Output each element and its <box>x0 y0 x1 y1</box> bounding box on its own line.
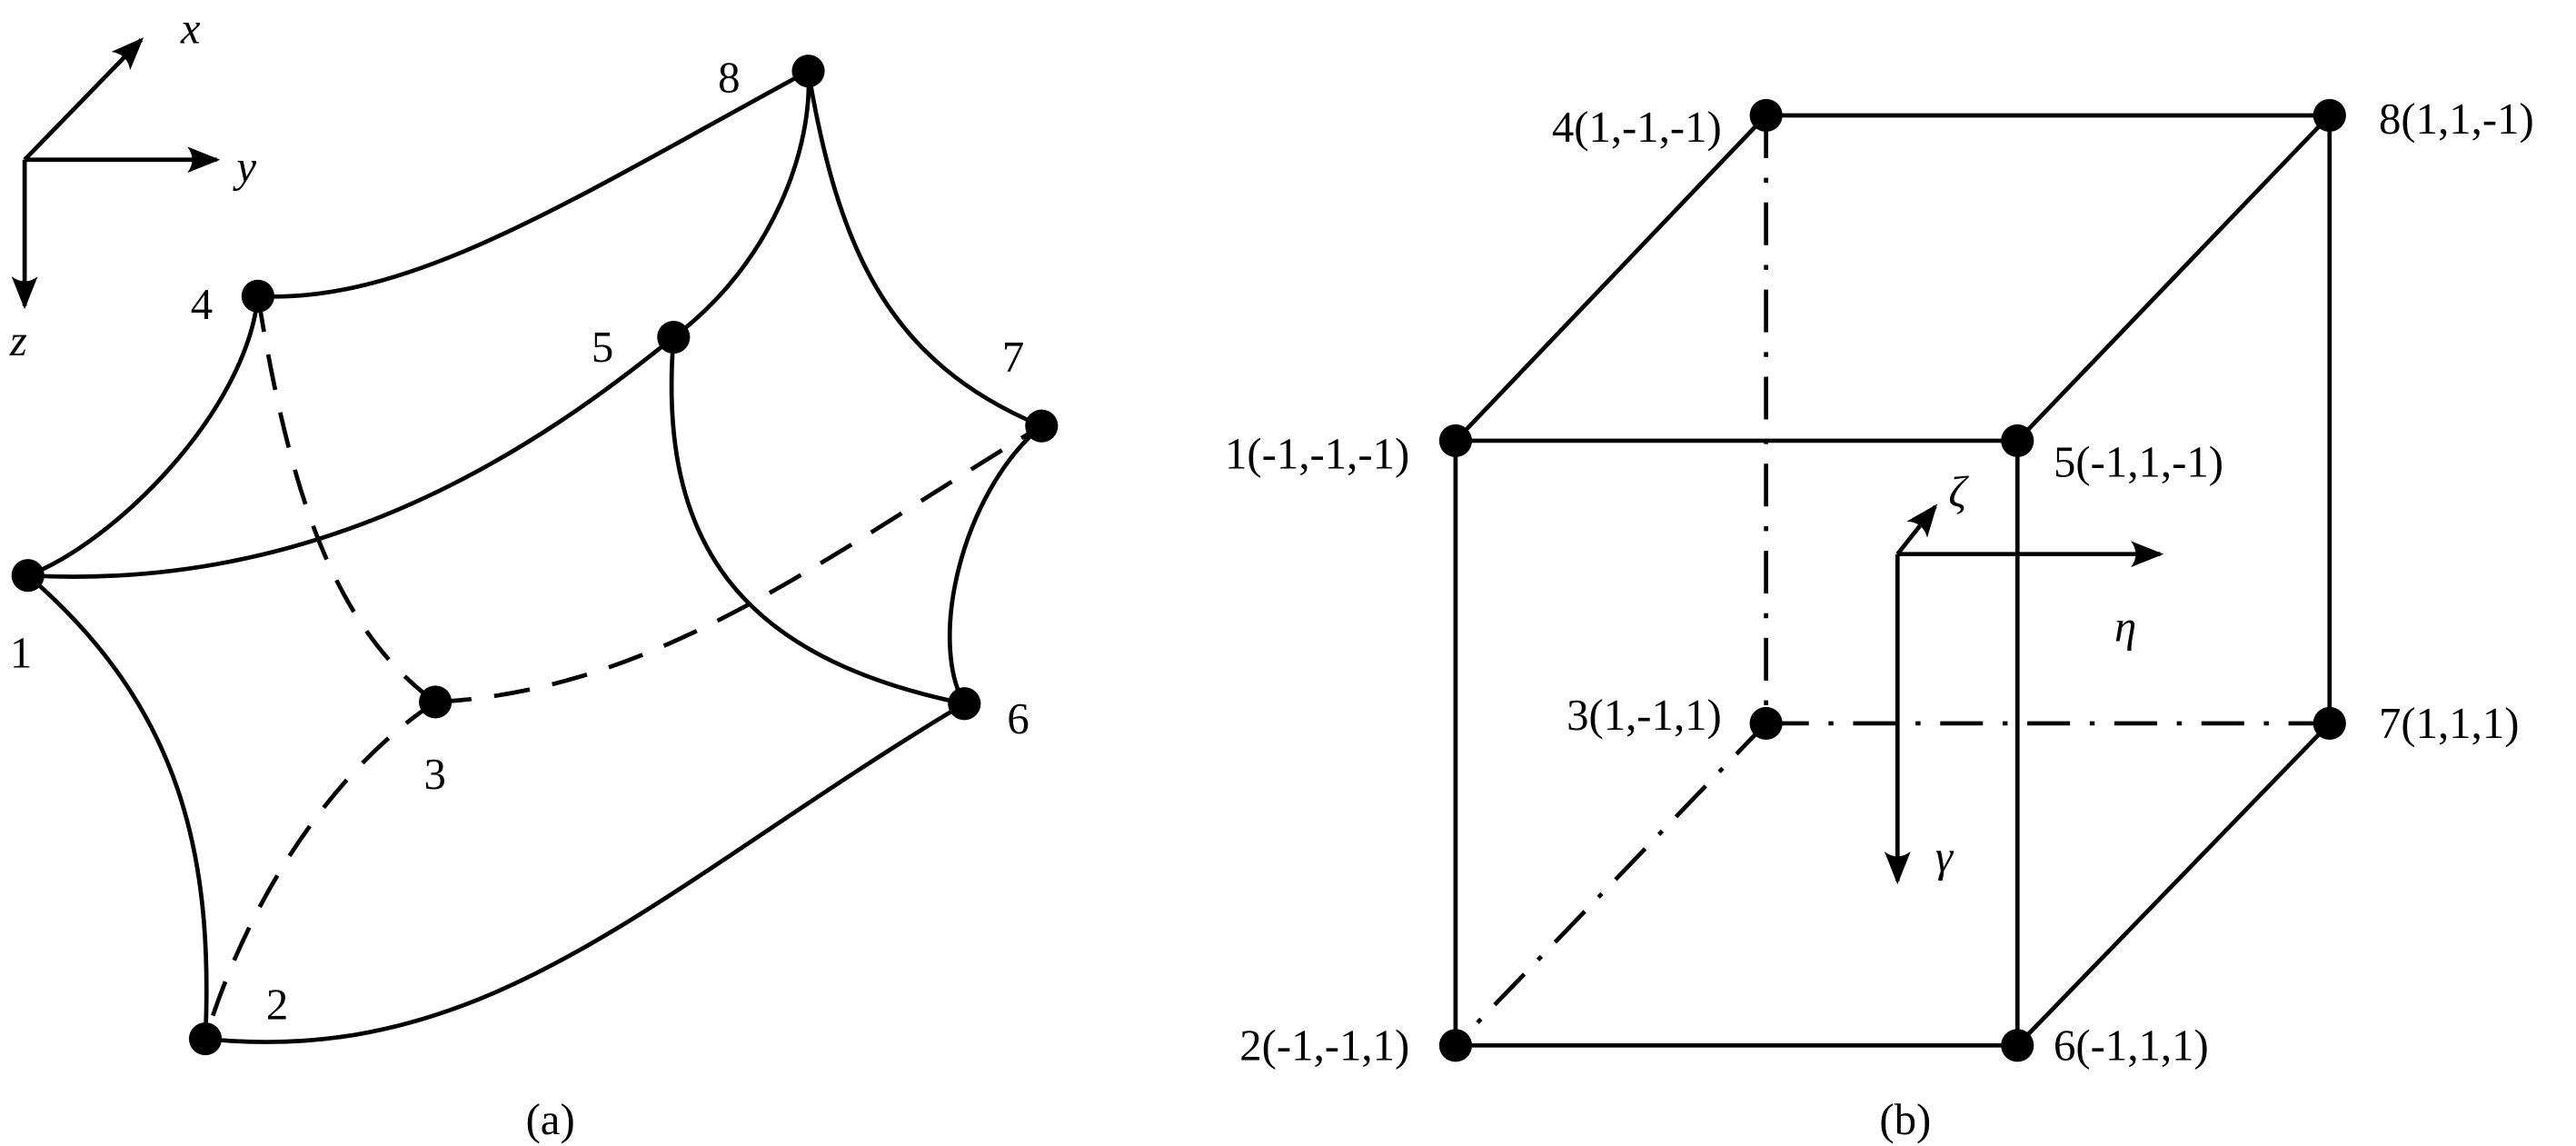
x-axis-arrow <box>23 37 144 162</box>
edge-8-7 <box>806 70 1043 428</box>
edge-7-6 <box>948 424 1043 705</box>
node-7 <box>1025 409 1059 443</box>
node-label-1: 1(-1,-1,-1) <box>1225 430 1409 479</box>
node-label-7: 7 <box>1002 333 1024 382</box>
node-4 <box>1749 98 1783 133</box>
node-8 <box>2312 98 2346 133</box>
node-label-5: 5 <box>592 323 613 372</box>
node-1 <box>11 559 45 593</box>
node-label-3: 3 <box>423 750 445 799</box>
node-label-1: 1 <box>10 628 32 677</box>
node-5 <box>2001 424 2034 458</box>
node-6 <box>2001 1029 2034 1062</box>
node-label-7: 7(1,1,1) <box>2379 699 2520 748</box>
eta-axis-label: η <box>2114 603 2136 652</box>
node-2 <box>188 1021 223 1056</box>
hidden-edge-4-3 <box>255 295 437 704</box>
edge-6-7 <box>2015 722 2332 1047</box>
hidden-edge-3-2 <box>1454 722 1768 1047</box>
edge-5-8 <box>671 70 811 339</box>
node-label-6: 6 <box>1007 694 1029 743</box>
node-5 <box>657 320 691 354</box>
node-label-4: 4(1,-1,-1) <box>1552 103 1722 152</box>
edge-1-5 <box>27 335 675 579</box>
zeta-axis-arrow <box>1895 503 1938 556</box>
y-axis-label: y <box>232 142 256 191</box>
node-label-3: 3(1,-1,1) <box>1566 691 1722 740</box>
hidden-edge-3-2 <box>203 700 437 1040</box>
node-6 <box>948 687 981 721</box>
node-label-8: 8(1,1,-1) <box>2379 95 2534 144</box>
node-label-2: 2(-1,-1,1) <box>1239 1021 1409 1071</box>
gamma-axis-label: γ <box>1935 832 1954 882</box>
edge-1-2 <box>26 573 209 1040</box>
edge-2-6 <box>204 702 966 1044</box>
edge-4-8 <box>257 69 810 299</box>
panel-b-caption: (b) <box>1879 1095 1931 1144</box>
panel-b-reference-cube: ζ η γ 1(-1,-1,-1) 2(-1,-1,1) 3(1,-1,1) 4… <box>1225 95 2534 1144</box>
edge-5-6 <box>669 336 965 706</box>
node-1 <box>1438 424 1472 458</box>
node-label-5: 5(-1,1,-1) <box>2054 438 2223 487</box>
node-4 <box>241 279 274 313</box>
x-axis-label: x <box>180 4 201 53</box>
zeta-axis-label: ζ <box>1948 467 1969 516</box>
node-label-2: 2 <box>266 980 288 1029</box>
panel-a-caption: (a) <box>526 1095 575 1144</box>
node-3 <box>419 685 453 719</box>
local-axes: ζ η γ <box>1884 467 2164 885</box>
edge-1-4 <box>26 295 261 578</box>
node-label-6: 6(-1,1,1) <box>2054 1021 2209 1071</box>
global-axes: x y z <box>9 4 257 365</box>
edge-5-8 <box>2015 114 2332 443</box>
node-8 <box>791 55 825 88</box>
z-axis-label: z <box>9 316 27 365</box>
hidden-edge-3-7 <box>435 424 1043 704</box>
node-3 <box>1749 706 1783 741</box>
node-label-8: 8 <box>718 54 740 103</box>
node-2 <box>1438 1029 1472 1062</box>
panel-a-distorted-element: x y z 1 2 3 4 5 6 7 8 (a) <box>9 4 1059 1144</box>
node-7 <box>2312 706 2346 741</box>
edge-1-4 <box>1454 114 1768 443</box>
node-label-4: 4 <box>191 280 213 329</box>
